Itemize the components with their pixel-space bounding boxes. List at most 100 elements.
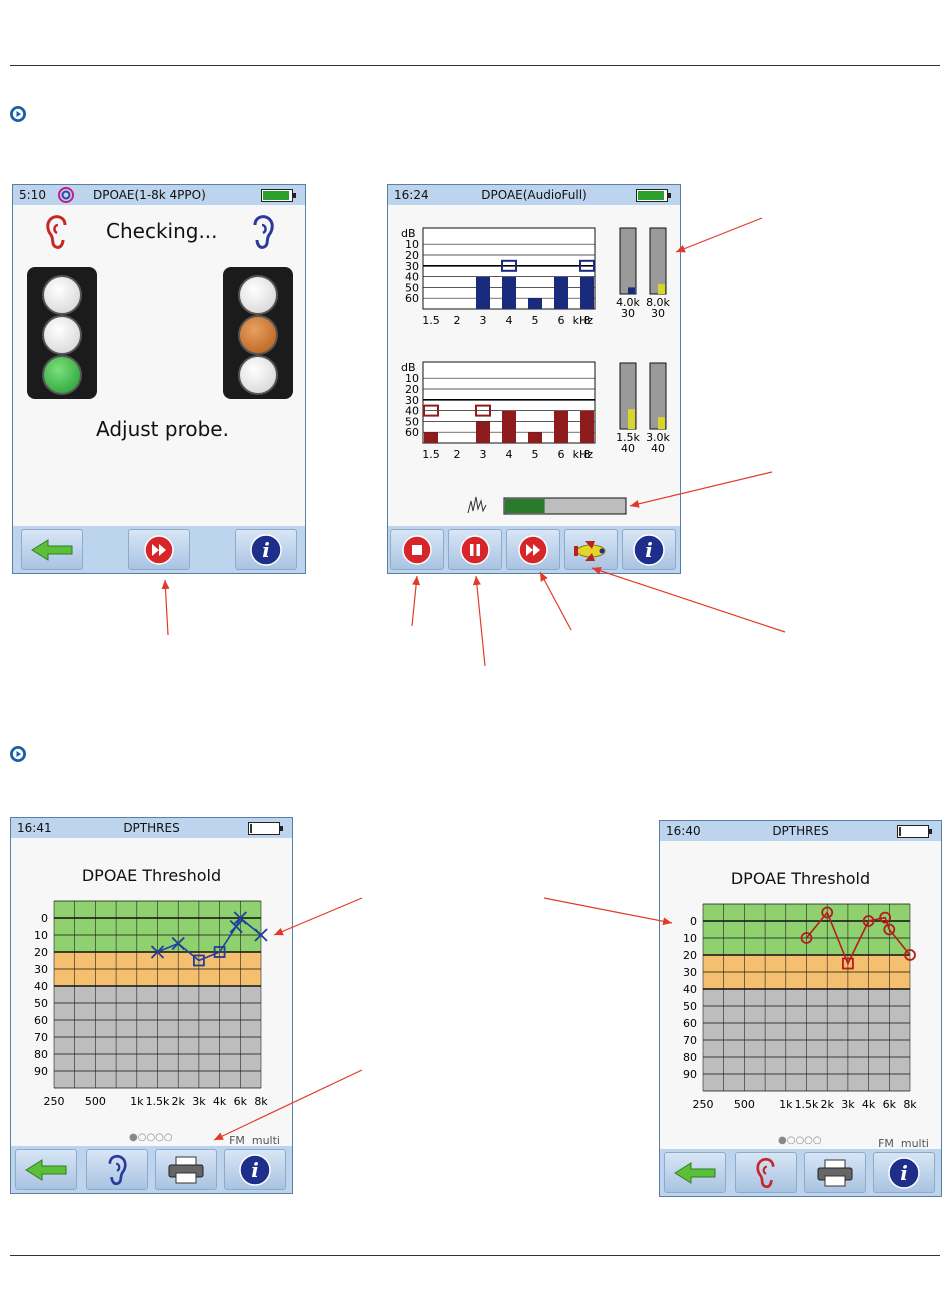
info-button[interactable]: i (224, 1149, 286, 1190)
y-axis-unit: dB (401, 227, 416, 240)
fast-forward-icon (144, 534, 174, 565)
data-point (904, 949, 916, 961)
toolbar: i (388, 526, 680, 573)
ear-switch-button[interactable] (86, 1149, 148, 1190)
traffic-light-right (223, 267, 293, 399)
meter-frequency: 1.5k (616, 431, 640, 444)
data-point (171, 936, 185, 951)
battery-icon (248, 822, 283, 835)
print-button[interactable] (804, 1152, 866, 1193)
status-bar: 16:40 DPTHRES (660, 821, 941, 841)
y-tick-label: 20 (405, 249, 419, 262)
y-tick-label: 60 (405, 292, 419, 305)
stop-button[interactable] (390, 529, 444, 570)
back-button[interactable] (15, 1149, 77, 1190)
print-button[interactable] (155, 1149, 217, 1190)
x-tick-label: 1.5 (422, 314, 440, 327)
section-bullet-icon (10, 746, 26, 762)
probe-signal-icon (55, 186, 77, 210)
y-tick-label: 40 (405, 271, 419, 284)
probe-signal-icon (467, 496, 487, 514)
bar (476, 276, 490, 309)
x-tick-label: 500 (734, 1098, 755, 1111)
annotation-arrow (213, 1069, 363, 1141)
threshold-heading: DPOAE Threshold (81, 866, 222, 885)
y-tick-label: 80 (683, 1051, 697, 1064)
page-dots[interactable]: ●○○○○ (778, 1135, 822, 1146)
info-icon: i (888, 1156, 920, 1189)
x-tick-label: 4k (862, 1098, 876, 1111)
status-time: 16:24 (394, 188, 429, 202)
y-tick-label: 0 (690, 915, 697, 928)
noise-marker (579, 259, 595, 272)
toolbar: i (11, 1146, 292, 1193)
x-tick-label: 8 (584, 448, 591, 461)
meter-value: 30 (621, 307, 635, 320)
data-point (800, 932, 813, 944)
noise-marker (423, 404, 439, 417)
meter-frequency: 3.0k (646, 431, 670, 444)
fm-mode-label: FM multi (878, 1137, 929, 1150)
info-button[interactable]: i (873, 1152, 935, 1193)
data-point (879, 911, 892, 924)
bar (554, 410, 568, 443)
ear-icon-right (249, 213, 277, 255)
data-point (254, 928, 268, 942)
y-tick-label: 50 (683, 1000, 697, 1013)
x-tick-label: 6k (234, 1095, 248, 1108)
x-tick-label: 1.5k (795, 1098, 819, 1111)
data-point (213, 946, 226, 958)
status-time: 5:10 (19, 188, 46, 202)
x-tick-label: 500 (85, 1095, 106, 1108)
info-icon: i (250, 533, 282, 566)
y-tick-label: 70 (34, 1031, 48, 1044)
level-meter-fill (628, 287, 635, 294)
ear-switch-button[interactable] (735, 1152, 797, 1193)
annotation-arrow (543, 897, 673, 926)
quiet-mode-button[interactable] (564, 529, 618, 570)
y-tick-label: 40 (683, 983, 697, 996)
svg-text:i: i (900, 1161, 908, 1185)
battery-icon (897, 825, 932, 838)
y-tick-label: 50 (34, 997, 48, 1010)
checking-label: Checking... (106, 219, 218, 243)
skip-button[interactable] (128, 529, 190, 570)
ear-icon (108, 1154, 127, 1185)
y-tick-label: 60 (34, 1014, 48, 1027)
level-meter-fill (628, 409, 635, 429)
status-title: DPTHRES (772, 824, 829, 838)
bar (554, 276, 568, 309)
skip-button[interactable] (506, 529, 560, 570)
annotation-arrow (411, 575, 421, 627)
top-rule (10, 65, 940, 66)
y-tick-label: 50 (405, 415, 419, 428)
status-bar: 5:10 DPOAE(1-8k 4PPO) (13, 185, 305, 205)
bar (528, 298, 542, 309)
x-tick-label: 1.5k (146, 1095, 170, 1108)
fast-forward-icon (518, 534, 548, 565)
page-dots[interactable]: ●○○○○ (129, 1132, 173, 1143)
y-tick-label: 20 (405, 383, 419, 396)
back-button[interactable] (664, 1152, 726, 1193)
x-tick-label: 4 (506, 314, 513, 327)
x-tick-label: 4k (213, 1095, 227, 1108)
x-tick-label: 3 (480, 314, 487, 327)
x-tick-label: 3k (841, 1098, 855, 1111)
info-button[interactable]: i (235, 529, 297, 570)
bottom-rule (10, 1255, 940, 1256)
info-button[interactable]: i (622, 529, 676, 570)
back-button[interactable] (21, 529, 83, 570)
y-tick-label: 10 (34, 929, 48, 942)
y-tick-label: 0 (41, 912, 48, 925)
y-tick-label: 10 (683, 932, 697, 945)
y-tick-label: 50 (405, 281, 419, 294)
status-time: 16:40 (666, 824, 701, 838)
traffic-light-left (27, 267, 97, 399)
pause-button[interactable] (448, 529, 502, 570)
